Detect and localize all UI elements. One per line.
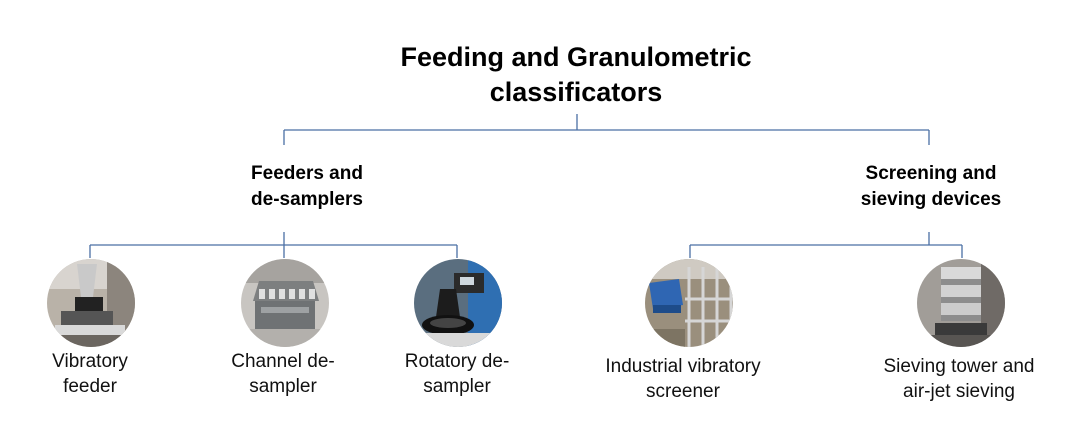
leaf-label-line-1: Rotatory de- xyxy=(404,351,510,372)
connector-screening xyxy=(689,232,963,258)
group-label-line-1: Feeders and xyxy=(251,163,363,184)
vibratory-feeder-photo xyxy=(47,259,135,347)
leaf-label-industrial-screener: Industrial vibratory screener xyxy=(573,354,793,404)
connector-feeders xyxy=(89,232,458,258)
leaf-label-line-1: Channel de- xyxy=(231,351,335,372)
title-line-1: Feeding and Granulometric xyxy=(400,42,752,72)
leaf-label-line-2: screener xyxy=(646,381,720,402)
group-label-line-2: sieving devices xyxy=(860,189,1002,210)
title-line-2: classificators xyxy=(489,77,663,107)
leaf-label-line-2: sampler xyxy=(249,376,317,397)
group-label-line-2: de-samplers xyxy=(251,189,363,210)
group-label-line-1: Screening and xyxy=(865,163,997,184)
rotatory-desampler-photo xyxy=(414,259,502,347)
leaf-label-rotatory-desampler: Rotatory de- sampler xyxy=(347,349,567,399)
group-label-feeders: Feeders and de-samplers xyxy=(197,161,417,213)
leaf-label-sieving-tower: Sieving tower and air-jet sieving xyxy=(849,354,1069,404)
sieving-tower-photo xyxy=(917,259,1005,347)
diagram-title: Feeding and Granulometric classificators xyxy=(370,40,782,110)
leaf-label-line-1: Vibratory xyxy=(52,351,128,372)
connector-root xyxy=(283,114,930,145)
leaf-label-channel-desampler: Channel de- sampler xyxy=(173,349,393,399)
channel-desampler-photo xyxy=(241,259,329,347)
leaf-label-vibratory-feeder: Vibratory feeder xyxy=(0,349,200,399)
leaf-label-line-2: air-jet sieving xyxy=(903,381,1015,402)
leaf-label-line-1: Industrial vibratory xyxy=(605,356,761,377)
leaf-label-line-2: sampler xyxy=(423,376,491,397)
group-label-screening: Screening and sieving devices xyxy=(821,161,1041,213)
industrial-screener-photo xyxy=(645,259,733,347)
leaf-label-line-1: Sieving tower and xyxy=(883,356,1035,377)
leaf-label-line-2: feeder xyxy=(63,376,117,397)
